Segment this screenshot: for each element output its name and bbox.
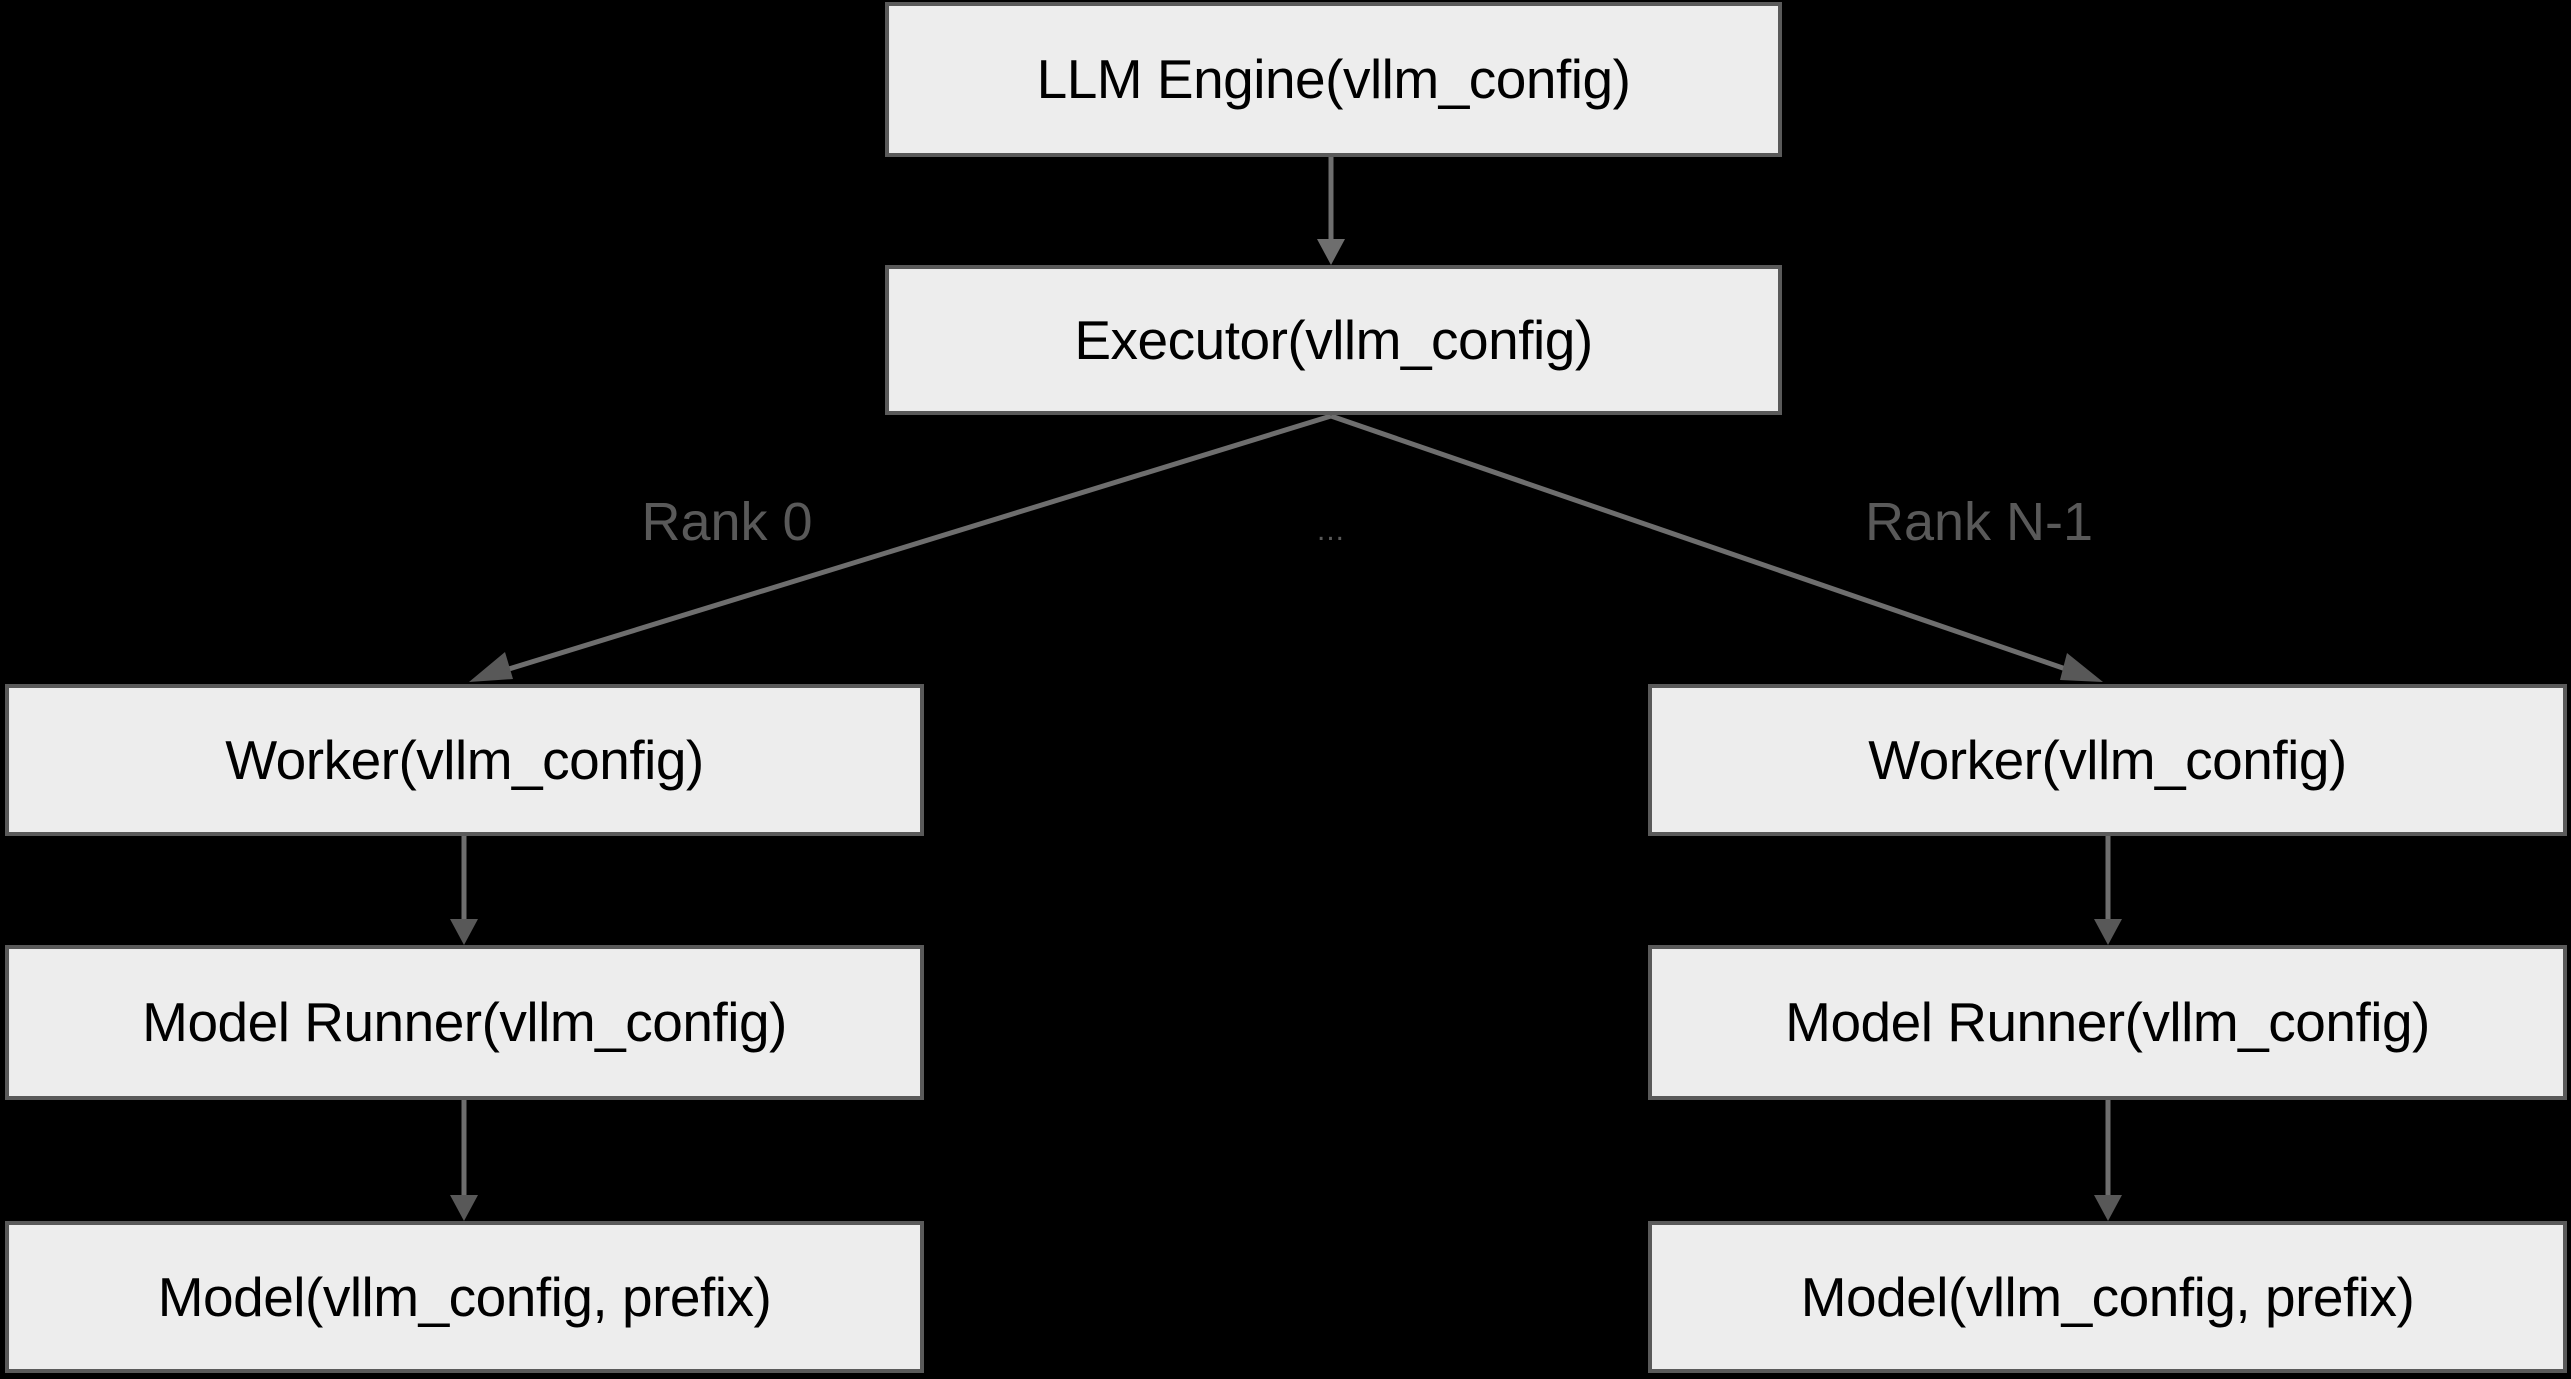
arrowhead-executor-to-worker-rank0: [469, 652, 513, 682]
edge-label-rank-n-1: Rank N-1: [1864, 492, 2094, 552]
edge-label-rank-ellipsis: ...: [1316, 513, 1346, 547]
node-executor[interactable]: Executor(vllm_config): [885, 265, 1782, 415]
arrowhead-worker-to-model-runner-rank0: [450, 919, 478, 945]
node-model-runner-rank0[interactable]: Model Runner(vllm_config): [5, 945, 924, 1100]
arrowhead-executor-to-worker-rankn: [2060, 653, 2103, 682]
node-worker-rankn[interactable]: Worker(vllm_config): [1648, 684, 2567, 836]
node-model-rank0[interactable]: Model(vllm_config, prefix): [5, 1221, 924, 1373]
node-label-worker-rank0: Worker(vllm_config): [225, 728, 704, 791]
node-label-worker-rankn: Worker(vllm_config): [1868, 728, 2347, 791]
node-label-executor: Executor(vllm_config): [1074, 308, 1593, 371]
node-llm-engine[interactable]: LLM Engine(vllm_config): [885, 2, 1782, 157]
node-label-model-rank0: Model(vllm_config, prefix): [157, 1265, 772, 1328]
node-label-model-rankn: Model(vllm_config, prefix): [1800, 1265, 2415, 1328]
arrowhead-model-runner-to-model-rank0: [450, 1195, 478, 1221]
node-model-runner-rankn[interactable]: Model Runner(vllm_config): [1648, 945, 2567, 1100]
node-label-model-runner-rankn: Model Runner(vllm_config): [1785, 991, 2430, 1054]
edge-executor-to-worker-rank0: [485, 413, 1332, 679]
node-label-model-runner-rank0: Model Runner(vllm_config): [142, 991, 787, 1054]
node-label-llm-engine: LLM Engine(vllm_config): [1036, 48, 1631, 111]
node-model-rankn[interactable]: Model(vllm_config, prefix): [1648, 1221, 2567, 1373]
arrowhead-worker-to-model-runner-rankn: [2094, 919, 2122, 945]
edge-label-rank-0: Rank 0: [641, 492, 813, 552]
arrowhead-llm-engine-to-executor: [1317, 239, 1345, 265]
arrowhead-model-runner-to-model-rankn: [2094, 1195, 2122, 1221]
node-worker-rank0[interactable]: Worker(vllm_config): [5, 684, 924, 836]
